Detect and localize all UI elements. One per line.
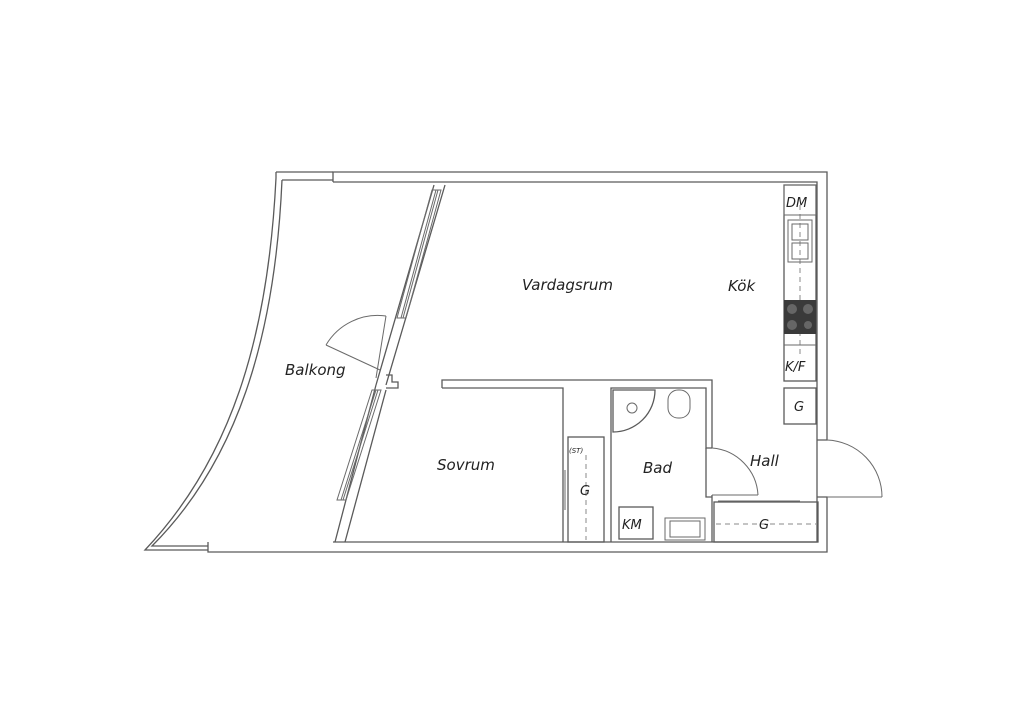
dishwasher-label: DM <box>786 196 807 211</box>
bathroom-fixtures <box>612 389 706 541</box>
fridge-freezer-label: K/F <box>785 360 806 375</box>
bedroom-label: Sovrum <box>437 456 495 474</box>
bathroom-door <box>711 447 759 496</box>
kitchen-counter <box>783 184 817 425</box>
bedroom-wardrobe <box>564 436 605 543</box>
kitchen-wardrobe-label: G <box>794 400 804 415</box>
balcony-outline <box>143 171 333 551</box>
balcony-door <box>325 314 387 379</box>
hall-wardrobe <box>713 500 819 543</box>
balcony-window-wall <box>334 184 446 543</box>
interior-walls <box>441 379 713 542</box>
bedroom-wardrobe-note: (ST) <box>569 447 583 455</box>
bathroom-label: Bad <box>643 459 672 477</box>
kitchen-label: Kök <box>728 277 756 295</box>
living-room-label: Vardagsrum <box>522 276 613 294</box>
hall-label: Hall <box>750 452 780 470</box>
balcony-label: Balkong <box>285 361 346 379</box>
washing-machine-label: KM <box>622 518 642 533</box>
hall-wardrobe-label: G <box>759 518 769 533</box>
bedroom-wardrobe-label: G <box>580 484 590 499</box>
entry-door <box>826 439 883 498</box>
